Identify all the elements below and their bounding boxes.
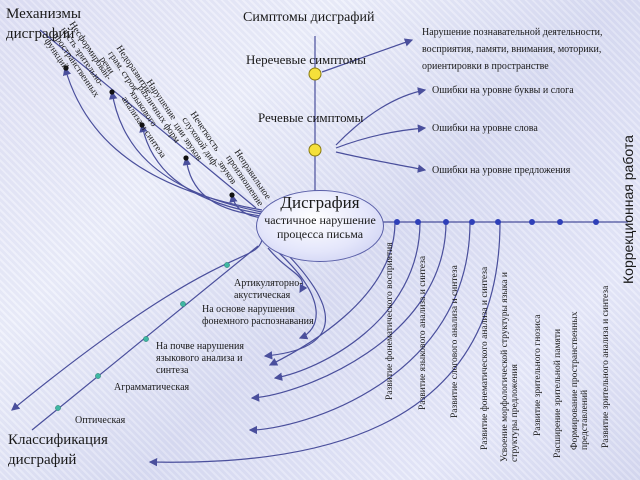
symptoms-title: Симптомы дисграфий: [243, 10, 375, 25]
correction-item-6: Развитие зрительного гнозиса: [533, 314, 543, 436]
node-speech: [308, 143, 322, 157]
correction-item-1: Развитие фонематического восприятия: [385, 242, 395, 400]
nonspeech-detail: Нарушение познавательной деятельности, в…: [422, 27, 603, 72]
center-node-dysgraphia: Дисграфия частичное нарушение процесса п…: [256, 190, 384, 262]
classification-label-5: Оптическая: [75, 415, 126, 426]
center-title: Дисграфия: [280, 193, 360, 212]
speech-item-3: Ошибки на уровне предложения: [432, 165, 571, 176]
mechanisms-title: Механизмы дисграфий: [6, 6, 81, 42]
correction-title: Коррекционная работа: [620, 135, 636, 284]
correction-item-4: Развитие фонематического анализа и синте…: [480, 266, 490, 450]
mechanisms-spine: [39, 29, 257, 209]
node-nonspeech: [308, 67, 322, 81]
classification-label-3: На почве нарушения языкового анализа и с…: [156, 341, 244, 376]
nonspeech-label: Неречевые симптомы: [246, 52, 366, 67]
correction-item-5: Усвоение морфологической структуры языка…: [500, 272, 520, 462]
correction-item-9: Развитие зрительного анализа и синтеза: [601, 285, 611, 448]
classification-label-2: На основе нарушения фонемного распознава…: [202, 304, 314, 327]
center-subtitle: частичное нарушение процесса письма: [264, 213, 376, 241]
classification-label-1: Артикуляторно-акустическая: [234, 278, 303, 301]
correction-item-7: Расширение зрительной памяти: [553, 328, 563, 458]
classification-label-4: Аграмматическая: [114, 382, 190, 393]
speech-item-2: Ошибки на уровне слова: [432, 123, 538, 134]
classification-title: Классификация дисграфий: [8, 432, 108, 468]
correction-item-3: Развитие слогового анализа и синтеза: [450, 265, 460, 418]
speech-item-1: Ошибки на уровне буквы и слога: [432, 85, 574, 96]
speech-label: Речевые симптомы: [258, 110, 364, 125]
correction-item-8: Формирование пространственных представле…: [570, 311, 590, 450]
correction-item-2: Развитие языкового анализа и синтеза: [418, 255, 428, 410]
